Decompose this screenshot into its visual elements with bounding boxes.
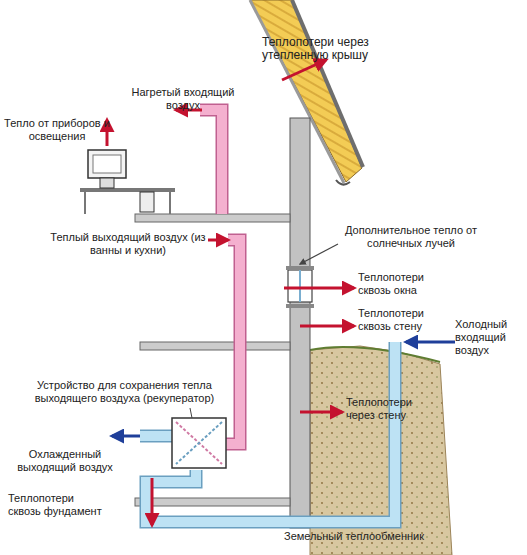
annotation-label: Теплопотери сквозь стену bbox=[358, 307, 448, 333]
annotation-label: Теплопотери сквозь окна bbox=[358, 271, 448, 297]
air-flow-arrow bbox=[208, 239, 228, 242]
annotation-label: Теплопотери сквозь фундамент bbox=[8, 492, 108, 518]
window-frame bbox=[288, 270, 312, 302]
heat-loss-arrow bbox=[300, 411, 342, 414]
upper-floor-slab bbox=[135, 214, 290, 222]
annotation-label: Теплопотери через утепленную крышу bbox=[262, 36, 380, 62]
gutter bbox=[336, 180, 350, 185]
monitor-stand bbox=[100, 178, 114, 188]
recuperator-core bbox=[176, 422, 222, 464]
monitor-screen bbox=[93, 155, 121, 173]
annotation-label: Теплопотери через стену bbox=[346, 396, 436, 422]
ground-floor-slab bbox=[135, 498, 290, 506]
warm-duct-outline bbox=[200, 110, 222, 214]
annotation-label: Холодный входящий воздух bbox=[455, 318, 523, 357]
cold-duct-outline bbox=[146, 342, 395, 522]
cooled-exhaust-duct bbox=[140, 431, 172, 441]
annotation-label: Дополнительное тепло от солнечных лучей bbox=[336, 224, 486, 250]
annotation-label: Земельный теплообменник bbox=[284, 530, 454, 543]
heat-loss-arrow bbox=[300, 325, 354, 328]
annotation-label: Охлажденный выходящий воздух bbox=[6, 448, 124, 474]
window-lintel bbox=[286, 266, 314, 270]
desk-top bbox=[80, 188, 175, 192]
heat-loss-arrow bbox=[284, 287, 354, 290]
cold-air-arrow bbox=[406, 341, 455, 344]
warm-duct-outline bbox=[224, 240, 240, 444]
cold-duct-outline bbox=[140, 430, 172, 443]
solar-gain-arrow bbox=[300, 244, 338, 264]
computer-tower bbox=[140, 192, 154, 212]
cooled-air-arrow bbox=[112, 435, 140, 438]
desk-leg bbox=[169, 192, 171, 214]
window-sill bbox=[286, 304, 314, 308]
heat-loss-arrow bbox=[151, 478, 154, 525]
monitor bbox=[88, 150, 126, 178]
heat-loss-arrow bbox=[282, 60, 326, 80]
middle-floor-slab bbox=[140, 342, 290, 350]
leader-line bbox=[190, 408, 192, 418]
outer-wall bbox=[290, 118, 310, 528]
recuperator-core bbox=[176, 422, 222, 464]
annotation-label: Устройство для сохранения тепла выходяще… bbox=[22, 379, 227, 405]
annotation-label: Нагретый входящий воздух bbox=[128, 86, 238, 112]
annotation-label: Тепло от приборов и освещения bbox=[4, 117, 110, 143]
ground-heat-exchanger-duct bbox=[146, 342, 395, 522]
window-glass bbox=[299, 270, 301, 302]
warm-exhaust-duct bbox=[224, 240, 240, 444]
grass-line bbox=[310, 347, 440, 362]
recuperator-box bbox=[172, 418, 226, 468]
annotation-label: Теплый выходящий воздух (из ванны и кухн… bbox=[48, 231, 208, 257]
warm-supply-duct bbox=[200, 110, 222, 214]
desk-leg bbox=[84, 192, 86, 214]
